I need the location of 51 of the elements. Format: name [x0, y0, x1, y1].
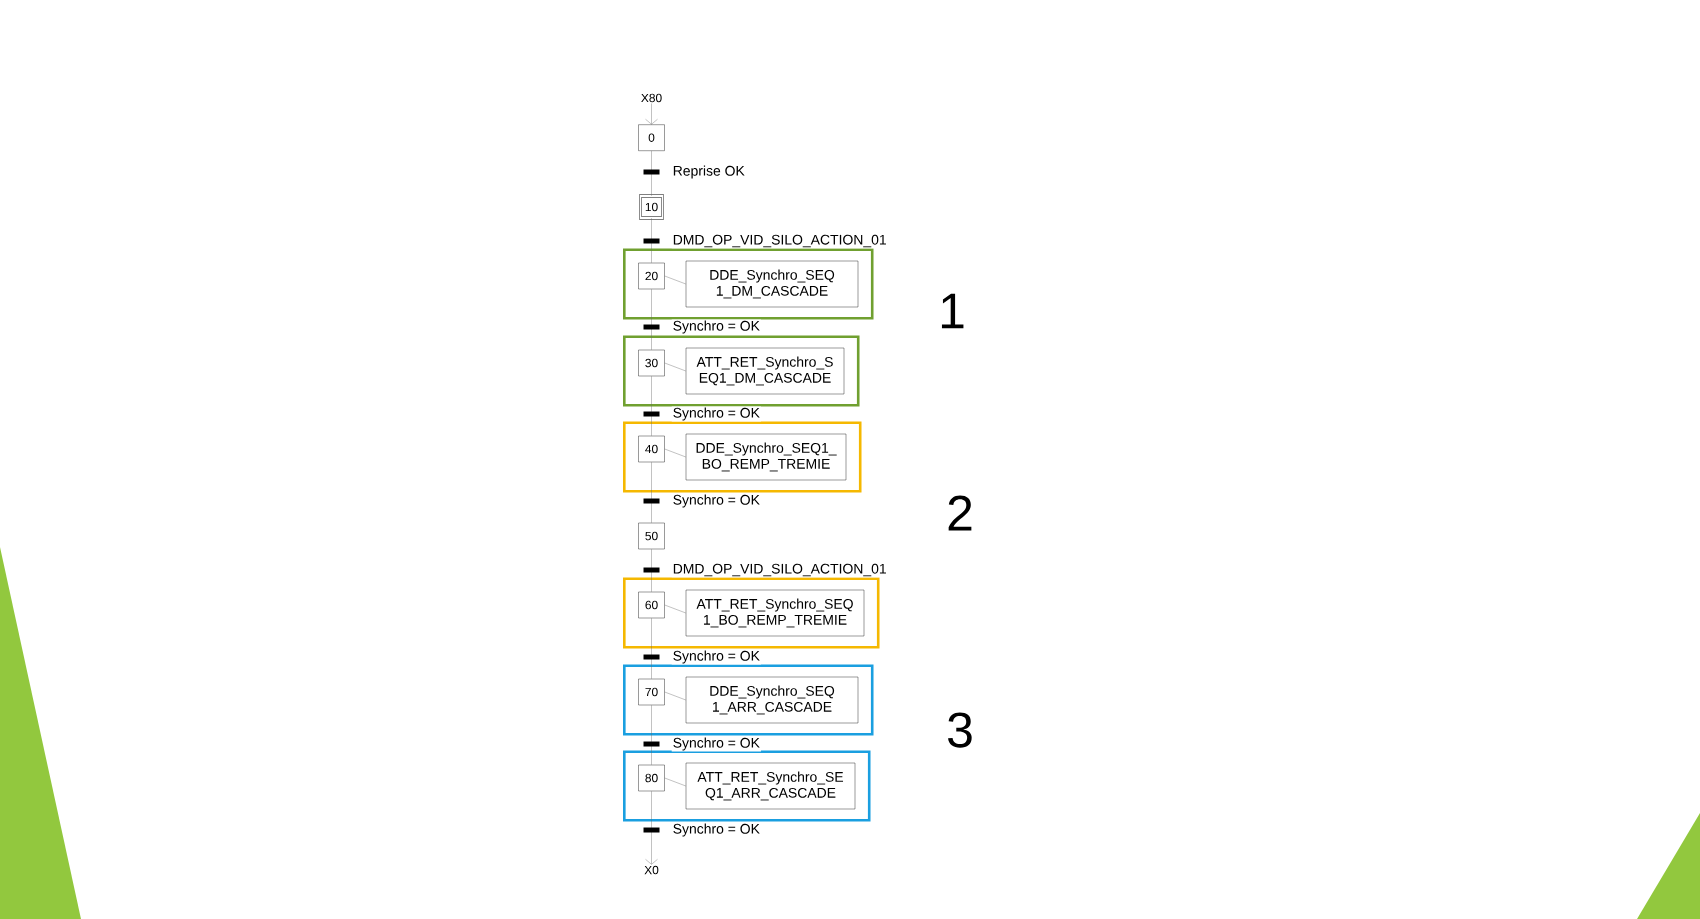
action-box: ATT_RET_Synchro_S EQ1_DM_CASCADE — [685, 347, 845, 395]
group-number: 2 — [948, 495, 972, 531]
transition-label: Synchro = OK — [673, 823, 760, 837]
group-number: 1 — [941, 293, 964, 329]
highlight-frame — [623, 664, 874, 736]
action-box: ATT_RET_Synchro_SE Q1_ARR_CASCADE — [685, 762, 856, 810]
transition-label: Reprise OK — [673, 165, 745, 179]
highlight-frame — [623, 750, 871, 822]
flow-line — [651, 289, 652, 350]
flow-line — [651, 462, 652, 523]
flow-line — [651, 618, 652, 679]
flow-line — [651, 376, 652, 436]
flow-line — [651, 549, 652, 592]
action-box: DDE_Synchro_SEQ1_ BO_REMP_TREMIE — [685, 433, 847, 481]
reference-label: X0 — [644, 865, 659, 875]
transition-label: Synchro = OK — [673, 494, 760, 508]
reference-arrow — [645, 103, 658, 125]
flow-line — [651, 705, 652, 765]
step-box: 20 — [638, 262, 665, 290]
highlight-frame — [623, 335, 860, 407]
highlight-frame — [623, 577, 880, 649]
flow-line — [651, 218, 652, 263]
step-box: 70 — [638, 678, 665, 706]
step-box: 0 — [638, 124, 665, 151]
initial-step-box: 10 — [639, 194, 664, 220]
highlight-frame — [623, 421, 862, 493]
connector-line — [664, 777, 686, 787]
connector-line — [664, 691, 686, 701]
highlight-frame — [623, 248, 874, 320]
step-box: 50 — [638, 522, 665, 550]
step-box: 30 — [638, 349, 665, 377]
group-number: 3 — [948, 712, 972, 748]
step-box: 40 — [638, 435, 665, 463]
transition-label: DMD_OP_VID_SILO_ACTION_01 — [673, 563, 886, 577]
transition-label: Synchro = OK — [673, 650, 760, 664]
transition-label: Synchro = OK — [673, 407, 760, 421]
transition-label: Synchro = OK — [673, 737, 760, 751]
action-box: DDE_Synchro_SEQ 1_DM_CASCADE — [685, 260, 859, 308]
connector-line — [664, 448, 686, 458]
connector-line — [664, 362, 686, 372]
action-box: DDE_Synchro_SEQ 1_ARR_CASCADE — [685, 676, 859, 724]
flow-line — [651, 150, 652, 196]
transition-label: DMD_OP_VID_SILO_ACTION_01 — [673, 234, 886, 248]
flow-arrow — [645, 791, 658, 865]
step-box: 80 — [638, 764, 665, 792]
step-box: 60 — [638, 591, 665, 619]
connector-line — [664, 275, 686, 285]
connector-line — [664, 604, 686, 614]
reference-label: X80 — [641, 93, 662, 103]
transition-label: Synchro = OK — [673, 320, 760, 334]
action-box: ATT_RET_Synchro_SEQ 1_BO_REMP_TREMIE — [685, 589, 865, 637]
